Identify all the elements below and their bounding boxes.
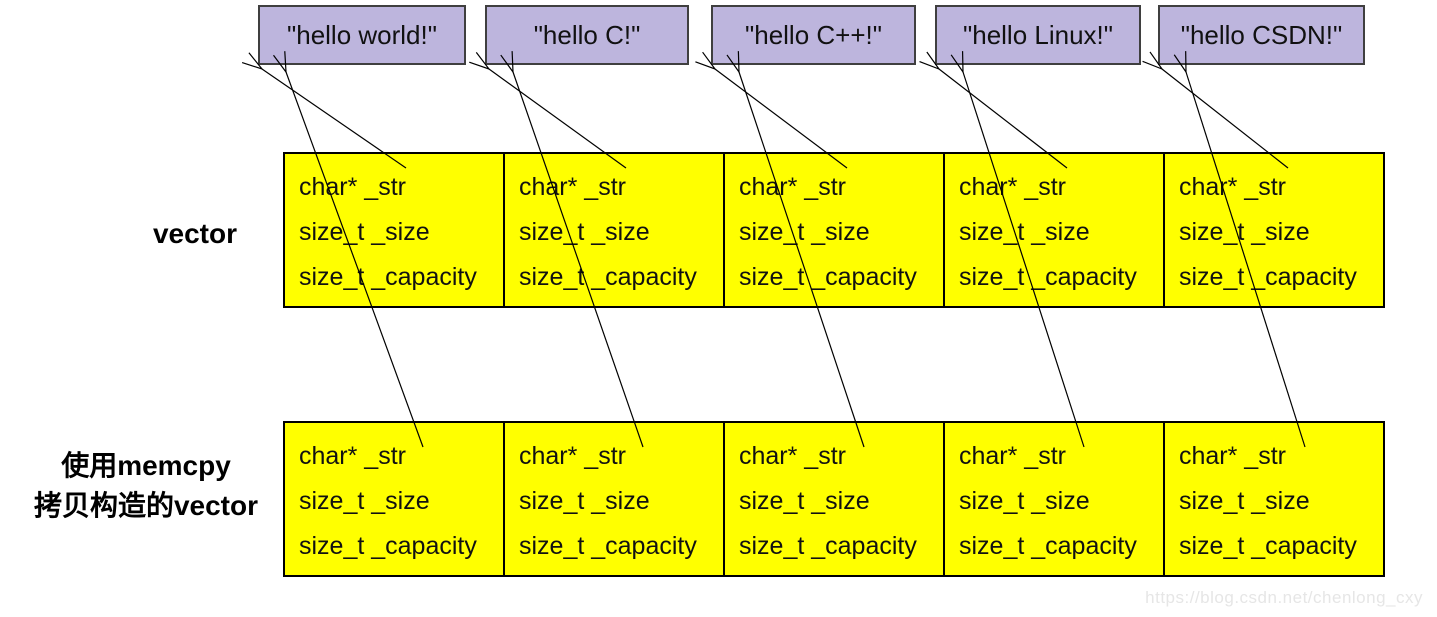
field-str: char* _str xyxy=(1179,442,1286,470)
field-size: size_t _size xyxy=(1179,218,1310,246)
field-str: char* _str xyxy=(299,173,406,201)
field-str: char* _str xyxy=(959,442,1066,470)
field-capacity: size_t _capacity xyxy=(299,532,477,560)
field-capacity: size_t _capacity xyxy=(519,532,697,560)
vector-struct-cell-4: char* _str size_t _size size_t _capacity xyxy=(945,154,1165,306)
field-size: size_t _size xyxy=(299,218,430,246)
field-size: size_t _size xyxy=(959,218,1090,246)
field-size: size_t _size xyxy=(739,218,870,246)
memcpy-struct-cell-3: char* _str size_t _size size_t _capacity xyxy=(725,423,945,575)
vector-struct-cell-1: char* _str size_t _size size_t _capacity xyxy=(285,154,505,306)
vector-struct-row: char* _str size_t _size size_t _capacity… xyxy=(283,152,1385,308)
field-str: char* _str xyxy=(739,173,846,201)
field-capacity: size_t _capacity xyxy=(299,263,477,291)
memcpy-struct-cell-2: char* _str size_t _size size_t _capacity xyxy=(505,423,725,575)
field-size: size_t _size xyxy=(959,487,1090,515)
string-literal-box-hello-cpp: "hello C++!" xyxy=(711,5,916,65)
field-str: char* _str xyxy=(1179,173,1286,201)
field-str: char* _str xyxy=(959,173,1066,201)
field-capacity: size_t _capacity xyxy=(739,532,917,560)
field-size: size_t _size xyxy=(519,218,650,246)
field-str: char* _str xyxy=(299,442,406,470)
string-literal-box-hello-csdn: "hello CSDN!" xyxy=(1158,5,1365,65)
field-size: size_t _size xyxy=(739,487,870,515)
field-str: char* _str xyxy=(519,442,626,470)
vector-struct-cell-5: char* _str size_t _size size_t _capacity xyxy=(1165,154,1383,306)
field-capacity: size_t _capacity xyxy=(739,263,917,291)
field-size: size_t _size xyxy=(1179,487,1310,515)
memcpy-struct-cell-5: char* _str size_t _size size_t _capacity xyxy=(1165,423,1383,575)
field-str: char* _str xyxy=(519,173,626,201)
memcpy-row-label-line1: 使用memcpy xyxy=(61,450,231,481)
memcpy-row-label: 使用memcpy 拷贝构造的vector xyxy=(20,446,272,526)
field-size: size_t _size xyxy=(519,487,650,515)
blog-watermark: https://blog.csdn.net/chenlong_cxy xyxy=(1145,588,1423,607)
memcpy-row-label-line2: 拷贝构造的vector xyxy=(33,490,259,521)
vector-row-label: vector xyxy=(152,218,237,249)
memcpy-struct-cell-1: char* _str size_t _size size_t _capacity xyxy=(285,423,505,575)
string-literal-box-hello-linux: "hello Linux!" xyxy=(935,5,1141,65)
memcpy-struct-cell-4: char* _str size_t _size size_t _capacity xyxy=(945,423,1165,575)
vector-struct-cell-2: char* _str size_t _size size_t _capacity xyxy=(505,154,725,306)
vector-struct-cell-3: char* _str size_t _size size_t _capacity xyxy=(725,154,945,306)
field-capacity: size_t _capacity xyxy=(1179,263,1357,291)
field-capacity: size_t _capacity xyxy=(959,532,1137,560)
string-literal-box-hello-world: "hello world!" xyxy=(258,5,466,65)
string-literal-box-hello-c: "hello C!" xyxy=(485,5,689,65)
field-capacity: size_t _capacity xyxy=(959,263,1137,291)
field-capacity: size_t _capacity xyxy=(1179,532,1357,560)
field-capacity: size_t _capacity xyxy=(519,263,697,291)
field-size: size_t _size xyxy=(299,487,430,515)
field-str: char* _str xyxy=(739,442,846,470)
memcpy-struct-row: char* _str size_t _size size_t _capacity… xyxy=(283,421,1385,577)
